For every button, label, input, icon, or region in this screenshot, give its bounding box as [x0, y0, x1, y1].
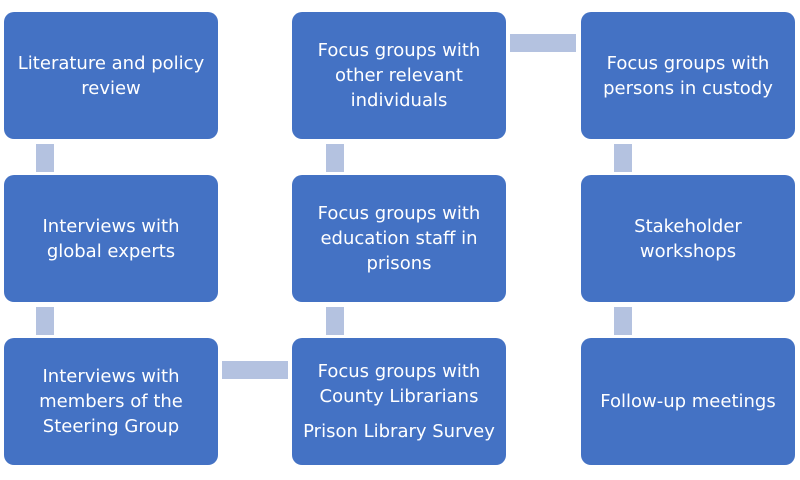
box-label: Interviews with global experts — [42, 215, 180, 262]
box-literature-review: Literature and policy review — [4, 12, 218, 139]
box-label: Focus groups with other relevant individ… — [317, 40, 481, 111]
box-follow-up-meetings: Follow-up meetings — [581, 338, 795, 465]
box-label-secondary: Prison Library Survey — [303, 421, 495, 442]
box-label: Focus groups with education staff in pri… — [317, 203, 481, 274]
box-other-individuals: Focus groups with other relevant individ… — [292, 12, 506, 139]
box-label: Interviews with members of the Steering … — [39, 366, 183, 437]
box-label: Follow-up meetings — [600, 391, 776, 412]
box-stakeholder-workshops: Stakeholder workshops — [581, 175, 795, 302]
box-label: Literature and policy review — [17, 52, 205, 99]
connector-vertical — [36, 144, 54, 172]
connector-vertical — [614, 144, 632, 172]
box-label: Stakeholder workshops — [634, 215, 742, 262]
connector-horizontal — [222, 361, 288, 379]
box-county-librarians: Focus groups with County Librarians Pris… — [292, 338, 506, 465]
box-label: Focus groups with County Librarians — [317, 361, 481, 407]
connector-vertical — [36, 307, 54, 335]
box-education-staff: Focus groups with education staff in pri… — [292, 175, 506, 302]
connector-vertical — [614, 307, 632, 335]
connector-vertical — [326, 144, 344, 172]
box-persons-in-custody: Focus groups with persons in custody — [581, 12, 795, 139]
connector-vertical — [326, 307, 344, 335]
box-global-experts: Interviews with global experts — [4, 175, 218, 302]
box-label: Focus groups with persons in custody — [603, 52, 773, 99]
box-steering-group: Interviews with members of the Steering … — [4, 338, 218, 465]
connector-horizontal — [510, 34, 576, 52]
